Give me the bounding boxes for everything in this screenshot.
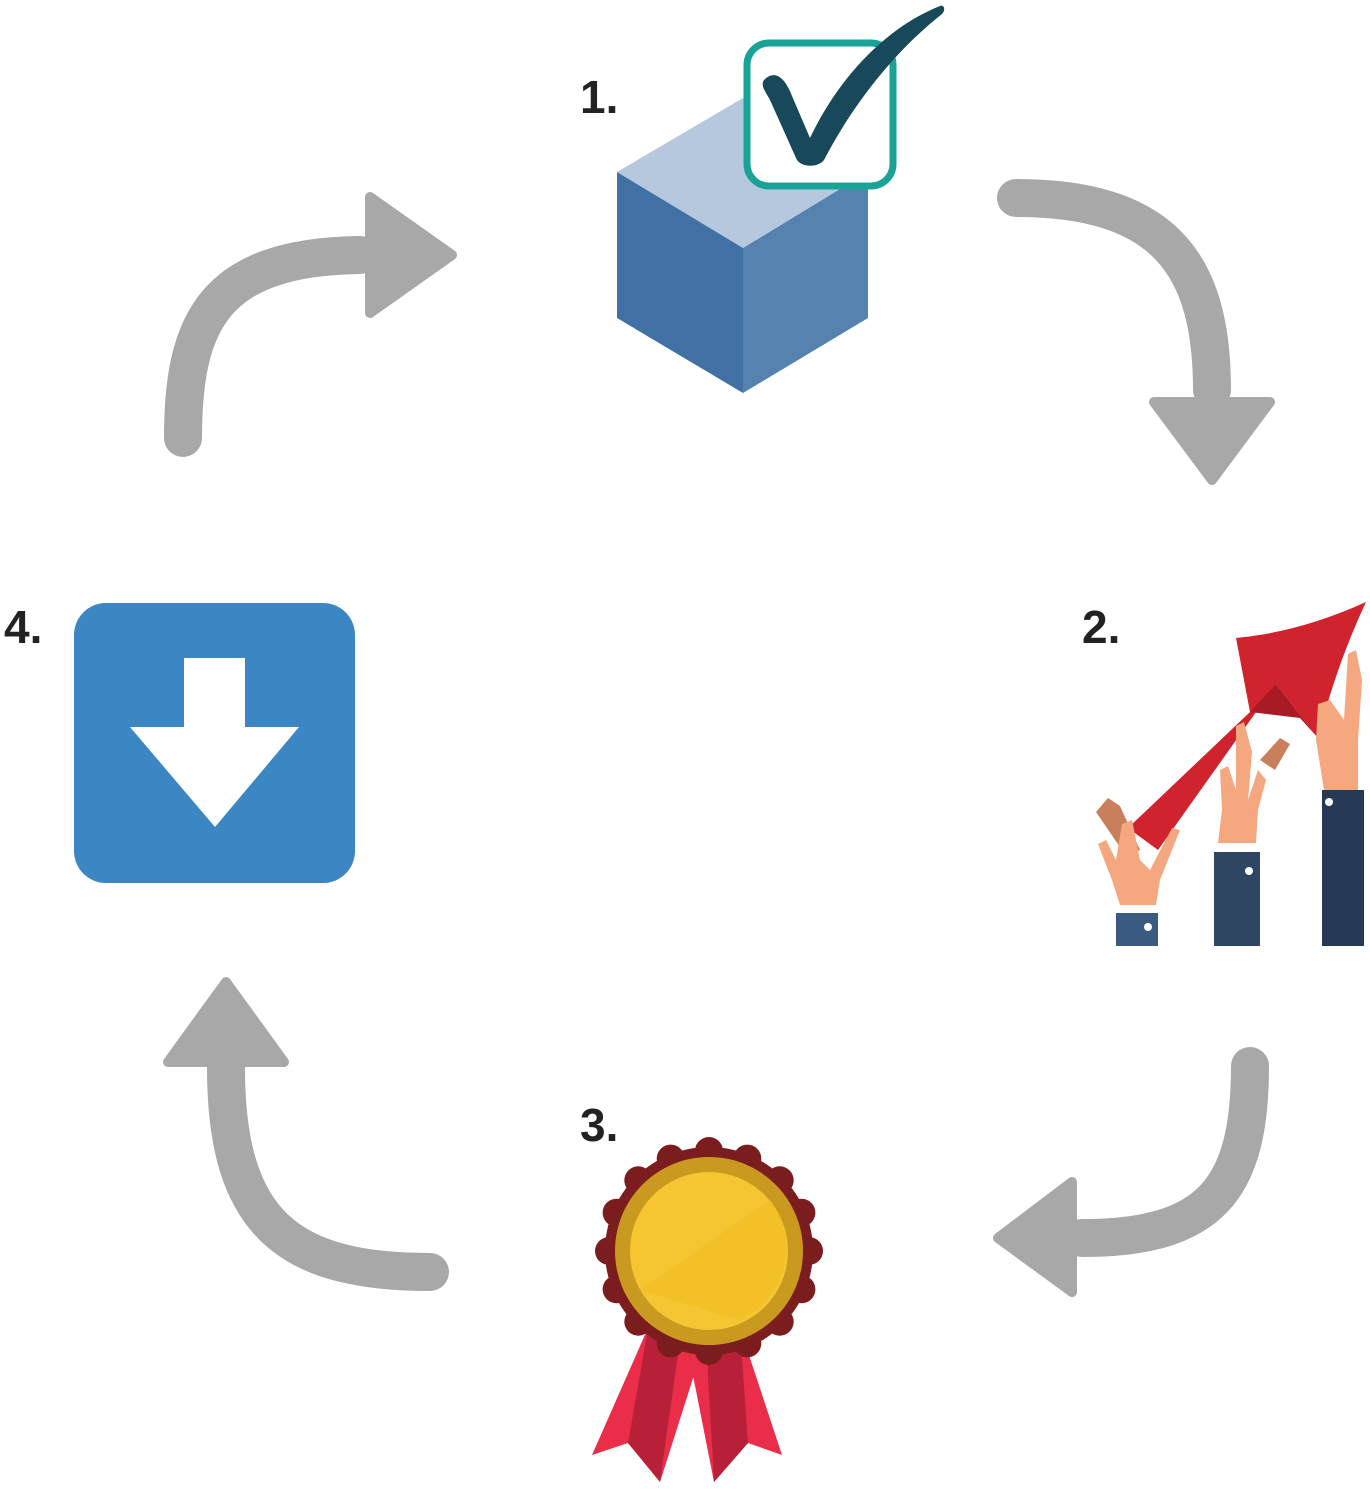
step-4-label: 4. <box>4 601 43 653</box>
award-rosette-icon <box>592 1137 823 1482</box>
cycle-arrow-3-to-4 <box>163 977 449 1291</box>
growth-arrow-hands-icon <box>1096 602 1366 946</box>
cycle-arrow-4-to-1 <box>164 192 457 457</box>
cube-check-icon <box>617 5 945 393</box>
cycle-arrow-2-to-3 <box>993 1047 1269 1297</box>
step-2-label: 2. <box>1082 601 1121 653</box>
step-1-label: 1. <box>580 71 619 123</box>
step-3-label: 3. <box>580 1099 619 1151</box>
download-box-icon <box>74 603 355 883</box>
cycle-arrow-1-to-2 <box>997 179 1275 485</box>
